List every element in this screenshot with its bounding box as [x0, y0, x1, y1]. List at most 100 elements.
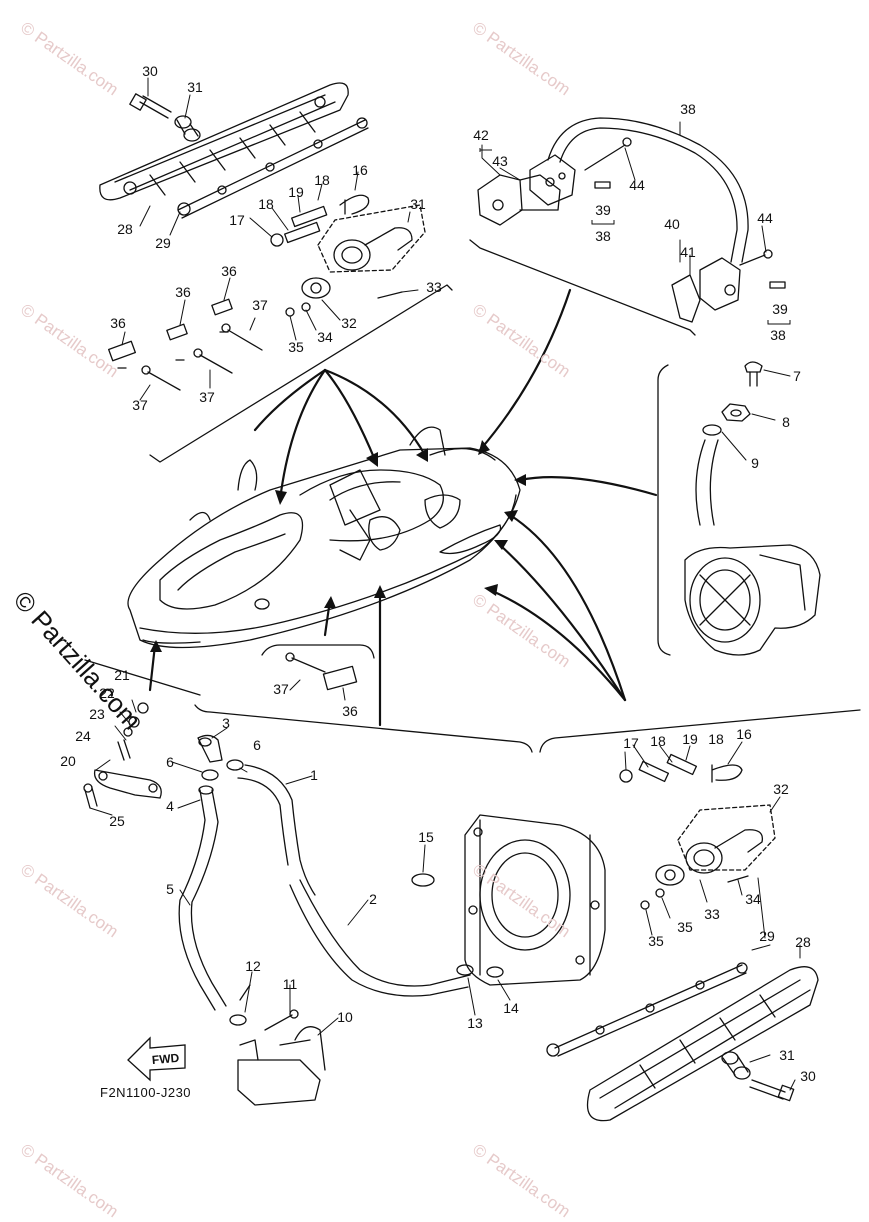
frame-line-bottom-small [261, 644, 375, 659]
bracket-clips-36-37 [108, 298, 263, 391]
part-label-15: 15 [418, 829, 434, 845]
part-label-31-top: 31 [410, 196, 426, 212]
bolt-25 [83, 783, 98, 809]
bolt-44-top [584, 137, 632, 171]
part-label-39-top: 39 [595, 202, 611, 218]
nut-8 [721, 403, 751, 422]
bracket-42-43 [477, 174, 561, 226]
watercraft-hull [127, 426, 521, 649]
part-label-37-a: 37 [252, 297, 268, 313]
fwd-arrow: FWD [127, 1036, 186, 1082]
part-label-38-top: 38 [595, 228, 611, 244]
part-label-26: 28 [795, 934, 811, 950]
pin-11 [264, 1009, 299, 1031]
frame-line-left-mid [84, 659, 201, 696]
part-label-36-d: 36 [342, 703, 358, 719]
part-label-17-top: 17 [229, 212, 245, 228]
part-label-27: 28 [117, 221, 133, 237]
fasteners-21-24 [117, 702, 149, 761]
clamps-6 [201, 759, 244, 781]
bolt-29-top [129, 93, 172, 119]
part-label-18-d: 18 [708, 731, 724, 747]
jet-pump-housing [684, 544, 821, 656]
part-label-23: 23 [89, 706, 105, 722]
part-label-36-b: 36 [175, 284, 191, 300]
part-label-30-top: 31 [187, 79, 203, 95]
part-label-44-right: 44 [757, 210, 773, 226]
part-label-37-b: 37 [132, 397, 148, 413]
rail-28-lower [546, 962, 748, 1057]
bolt-7 [744, 361, 763, 387]
part-label-20: 20 [60, 753, 76, 769]
frame-line-right [657, 364, 671, 656]
part-label-17-lower: 17 [623, 735, 639, 751]
part-label-16-lower: 16 [736, 726, 752, 742]
part-label-12: 12 [245, 958, 261, 974]
part-label-33-top: 33 [426, 279, 442, 295]
spacer-30-top [174, 115, 201, 142]
bracket-20 [93, 769, 162, 799]
hose-clamp-9 [695, 424, 722, 526]
part-label-39-right: 39 [772, 301, 788, 317]
filter-10 [237, 1026, 326, 1106]
part-label-38-right: 38 [770, 327, 786, 343]
part-label-1: 1 [310, 767, 318, 783]
clamp-13-14 [456, 964, 504, 978]
part-label-25: 25 [109, 813, 125, 829]
pin-39-right [769, 281, 786, 289]
part-label-3: 3 [222, 715, 230, 731]
part-label-18-b: 18 [314, 172, 330, 188]
bolt-44-right [739, 249, 773, 266]
part-label-32-lower: 33 [704, 906, 720, 922]
hose-1 [237, 764, 316, 896]
part-label-33-lower: 34 [745, 891, 761, 907]
ride-plate-housing [464, 814, 606, 986]
bolt-29-lower [749, 1079, 795, 1102]
part-label-8: 8 [782, 414, 790, 430]
part-label-22: 22 [99, 685, 115, 701]
frame-line-lower-right [539, 709, 861, 753]
arrow-heads [150, 440, 526, 652]
part-number-labels: 30 31 28 29 17 18 19 18 16 31 33 32 34 3… [60, 63, 816, 1084]
fuel-cap-assembly-31-lower [640, 804, 776, 910]
spacer-30-lower [721, 1051, 751, 1080]
part-label-41: 41 [680, 244, 696, 260]
part-label-34-lower: 35 [677, 919, 693, 935]
mount-block-top [529, 154, 576, 206]
part-label-36-c: 36 [110, 315, 126, 331]
part-label-38-main: 38 [680, 101, 696, 117]
part-label-37-d: 37 [273, 681, 289, 697]
mount-block-40-41 [671, 257, 741, 323]
elbow-3 [197, 734, 223, 763]
part-label-29-top: 30 [142, 63, 158, 79]
part-label-7: 7 [793, 368, 801, 384]
part-label-43: 43 [492, 153, 508, 169]
grab-handle-38 [547, 117, 749, 263]
part-label-10: 10 [337, 1009, 353, 1025]
part-label-19-lower: 19 [682, 731, 698, 747]
fuel-cap-assembly-31-top [285, 204, 426, 317]
part-label-37-c: 37 [199, 389, 215, 405]
part-label-28-top: 29 [155, 235, 171, 251]
fwd-label: FWD [151, 1051, 180, 1067]
leader-lines [89, 77, 801, 1091]
hose-4-5 [178, 785, 227, 1011]
brackets-17-19-lower [619, 753, 743, 783]
part-label-18-a: 18 [258, 196, 274, 212]
part-label-34-top: 34 [317, 329, 333, 345]
clamp-12 [229, 984, 251, 1026]
frame-line-lower-left [194, 704, 533, 753]
part-label-2: 2 [369, 891, 377, 907]
part-label-40: 40 [664, 216, 680, 232]
part-label-35-lower: 35 [648, 933, 664, 949]
part-label-29-lower: 30 [800, 1068, 816, 1084]
rail-28 [177, 117, 369, 219]
part-label-18-c: 18 [650, 733, 666, 749]
pointer-arrows [148, 288, 658, 727]
part-label-31-lower: 32 [773, 781, 789, 797]
part-label-9: 9 [751, 455, 759, 471]
part-label-44-top: 44 [629, 177, 645, 193]
clamp-15 [411, 873, 435, 887]
frame-line-top-left [149, 284, 453, 463]
